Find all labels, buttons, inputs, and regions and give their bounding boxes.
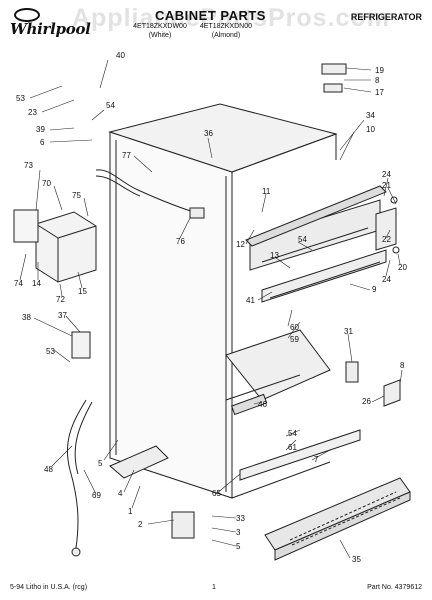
callout-label: 74 bbox=[14, 279, 23, 288]
callout-label: 53 bbox=[46, 347, 55, 356]
model-list: 4ET18ZKXDW00 4ET18ZKXDN00 (White) (Almon… bbox=[128, 22, 258, 40]
brand-logo: Whirlpool bbox=[10, 8, 91, 40]
callout-labels: 53 40 23 54 39 6 77 36 34 10 19 8 17 73 … bbox=[14, 51, 407, 564]
callout-label: 19 bbox=[375, 66, 384, 75]
callout-label: 77 bbox=[122, 151, 131, 160]
callout-label: 46 bbox=[258, 400, 267, 409]
callout-label: 37 bbox=[58, 311, 67, 320]
callout-label: 69 bbox=[92, 491, 101, 500]
callout-label: 14 bbox=[32, 279, 41, 288]
callout-label: 21 bbox=[382, 181, 391, 190]
callout-label: 72 bbox=[56, 295, 65, 304]
callout-label: 70 bbox=[42, 179, 51, 188]
model-color: (White) bbox=[148, 32, 172, 39]
callout-label: 61 bbox=[288, 443, 297, 452]
callout-label: 38 bbox=[22, 313, 31, 322]
callout-label: 10 bbox=[366, 125, 375, 134]
callout-label: 7 bbox=[314, 455, 319, 464]
callout-label: 39 bbox=[36, 125, 45, 134]
callout-label: 41 bbox=[246, 296, 255, 305]
cabinet-drawing bbox=[13, 59, 411, 561]
callout-label: 26 bbox=[362, 397, 371, 406]
callout-label: 5 bbox=[98, 459, 103, 468]
callout-label: 1 bbox=[128, 507, 133, 516]
callout-label: 54 bbox=[106, 101, 115, 110]
callout-label: 11 bbox=[262, 187, 271, 196]
model-color-row: (White) (Almond) bbox=[128, 31, 258, 40]
callout-label: 23 bbox=[28, 108, 37, 117]
model-number: 4ET18ZKXDW00 bbox=[133, 23, 187, 30]
callout-label: 73 bbox=[24, 161, 33, 170]
watermark: AppliancePartsPros.com bbox=[72, 4, 390, 32]
callout-label: 17 bbox=[375, 88, 384, 97]
callout-label: 2 bbox=[138, 520, 143, 529]
model-number: 4ET18ZKXDN00 bbox=[199, 23, 253, 30]
callout-label: 6 bbox=[40, 138, 45, 147]
footer-part-number: Part No. 4379612 bbox=[367, 584, 422, 591]
callout-label: 12 bbox=[236, 240, 245, 249]
callout-label: 9 bbox=[372, 285, 377, 294]
callout-label: 35 bbox=[352, 555, 361, 564]
callout-label: 76 bbox=[176, 237, 185, 246]
model-color: (Almond) bbox=[211, 32, 241, 39]
callout-label: 59 bbox=[290, 335, 299, 344]
footer-litho: 5-94 Litho in U.S.A. (rcg) bbox=[10, 584, 88, 591]
callout-label: 13 bbox=[270, 251, 279, 260]
callout-label: 8 bbox=[400, 361, 405, 370]
brand-logo-mark bbox=[14, 8, 40, 22]
callout-label: 48 bbox=[44, 465, 53, 474]
brand-name: Whirlpool bbox=[10, 20, 91, 38]
callout-label: 31 bbox=[344, 327, 353, 336]
callout-label: 24 bbox=[382, 275, 391, 284]
callout-label: 24 bbox=[382, 170, 391, 179]
callout-label: 15 bbox=[78, 287, 87, 296]
callout-label: 8 bbox=[375, 76, 380, 85]
appliance-category: REFRIGERATOR bbox=[350, 12, 422, 22]
callout-label: 65 bbox=[212, 489, 221, 498]
callout-label: 75 bbox=[72, 191, 81, 200]
callout-label: 22 bbox=[382, 235, 391, 244]
callout-label: 3 bbox=[236, 528, 241, 537]
callout-label: 53 bbox=[16, 94, 25, 103]
footer-page-number: 1 bbox=[212, 584, 216, 591]
callout-label: 54 bbox=[288, 429, 297, 438]
callout-label: 60 bbox=[290, 323, 299, 332]
callout-label: 54 bbox=[298, 235, 307, 244]
callout-label: 36 bbox=[204, 129, 213, 138]
model-number-row: 4ET18ZKXDW00 4ET18ZKXDN00 bbox=[128, 22, 258, 31]
callout-label: 5 bbox=[236, 542, 241, 551]
callout-label: 4 bbox=[118, 489, 123, 498]
callout-label: 20 bbox=[398, 263, 407, 272]
callout-label: 40 bbox=[116, 51, 125, 60]
callout-label: 34 bbox=[366, 111, 375, 120]
page-title: CABINET PARTS bbox=[155, 8, 266, 23]
callout-label: 33 bbox=[236, 514, 245, 523]
